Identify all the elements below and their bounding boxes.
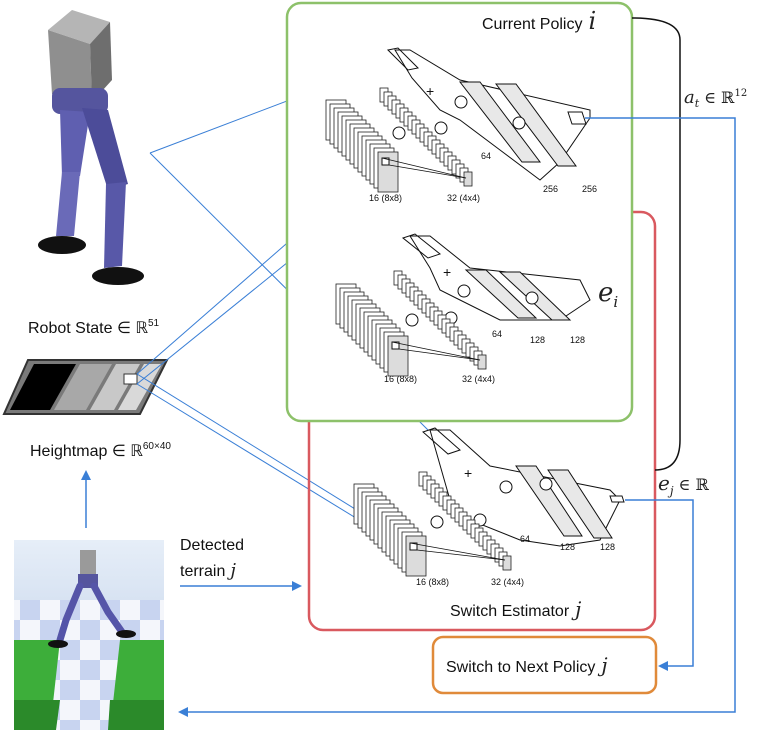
policy-fc1-label: 256 <box>543 184 558 194</box>
simulation-scene <box>14 540 164 730</box>
encoder-output-label: ei <box>598 278 618 311</box>
encoder-receptive-field <box>391 341 481 361</box>
action-label: at ∈ ℝ12 <box>684 87 747 110</box>
detected-label-line1: Detected <box>180 537 244 554</box>
policy-conv2-layers <box>379 87 473 187</box>
policy-conv2-label: 32 (4x4) <box>447 193 480 203</box>
estimator-plus: + <box>464 465 472 481</box>
estimator-fc1-label: 128 <box>560 542 575 552</box>
encoder-fc0-label: 64 <box>492 329 502 339</box>
heightmap <box>2 359 169 415</box>
policy-plus: + <box>426 83 434 99</box>
policy-bracket <box>631 17 681 471</box>
policy-conv1-label: 16 (8x8) <box>369 193 402 203</box>
current-policy-box <box>285 1 634 423</box>
estimator-receptive-field <box>409 542 506 561</box>
estimator-conv1-label: 16 (8x8) <box>416 577 449 587</box>
action-output-arrow <box>178 117 736 717</box>
switch-policy-box <box>431 635 658 695</box>
policy-conv1-layers <box>325 99 399 193</box>
encoder-conv2-layers <box>393 270 487 370</box>
encoder-conv1-label: 16 (8x8) <box>384 374 417 384</box>
encoder-network: + 16 (8x8) 32 (4x4) 64 128 128 ei <box>384 233 618 384</box>
estimator-network: + 16 (8x8) 32 (4x4) 64 128 128 <box>416 427 625 587</box>
policy-fc0-label: 64 <box>481 151 491 161</box>
ej-label: ej ∈ ℝ <box>658 471 710 498</box>
policy-network: + 16 (8x8) 32 (4x4) 64 256 256 <box>369 47 597 203</box>
policy-fc2-label: 256 <box>582 184 597 194</box>
heightmap-label: Heightmap ∈ ℝ60×40 <box>30 441 171 460</box>
robot-illustration <box>38 10 144 285</box>
encoder-plus: + <box>443 264 451 280</box>
estimator-conv1-layers <box>353 483 427 577</box>
encoder-conv2-label: 32 (4x4) <box>462 374 495 384</box>
estimator-fc2-label: 128 <box>600 542 615 552</box>
conv-stacks <box>325 87 512 577</box>
policy-receptive-field <box>381 157 467 179</box>
ej-to-switch-arrow <box>625 499 694 671</box>
encoder-fc1-label: 128 <box>530 335 545 345</box>
estimator-conv2-layers <box>418 471 512 571</box>
robot-state-label: Robot State ∈ ℝ51 <box>28 318 160 337</box>
estimator-fc0-label: 64 <box>520 534 530 544</box>
estimator-conv2-label: 32 (4x4) <box>491 577 524 587</box>
encoder-fc2-label: 128 <box>570 335 585 345</box>
encoder-conv1-layers <box>335 283 409 377</box>
